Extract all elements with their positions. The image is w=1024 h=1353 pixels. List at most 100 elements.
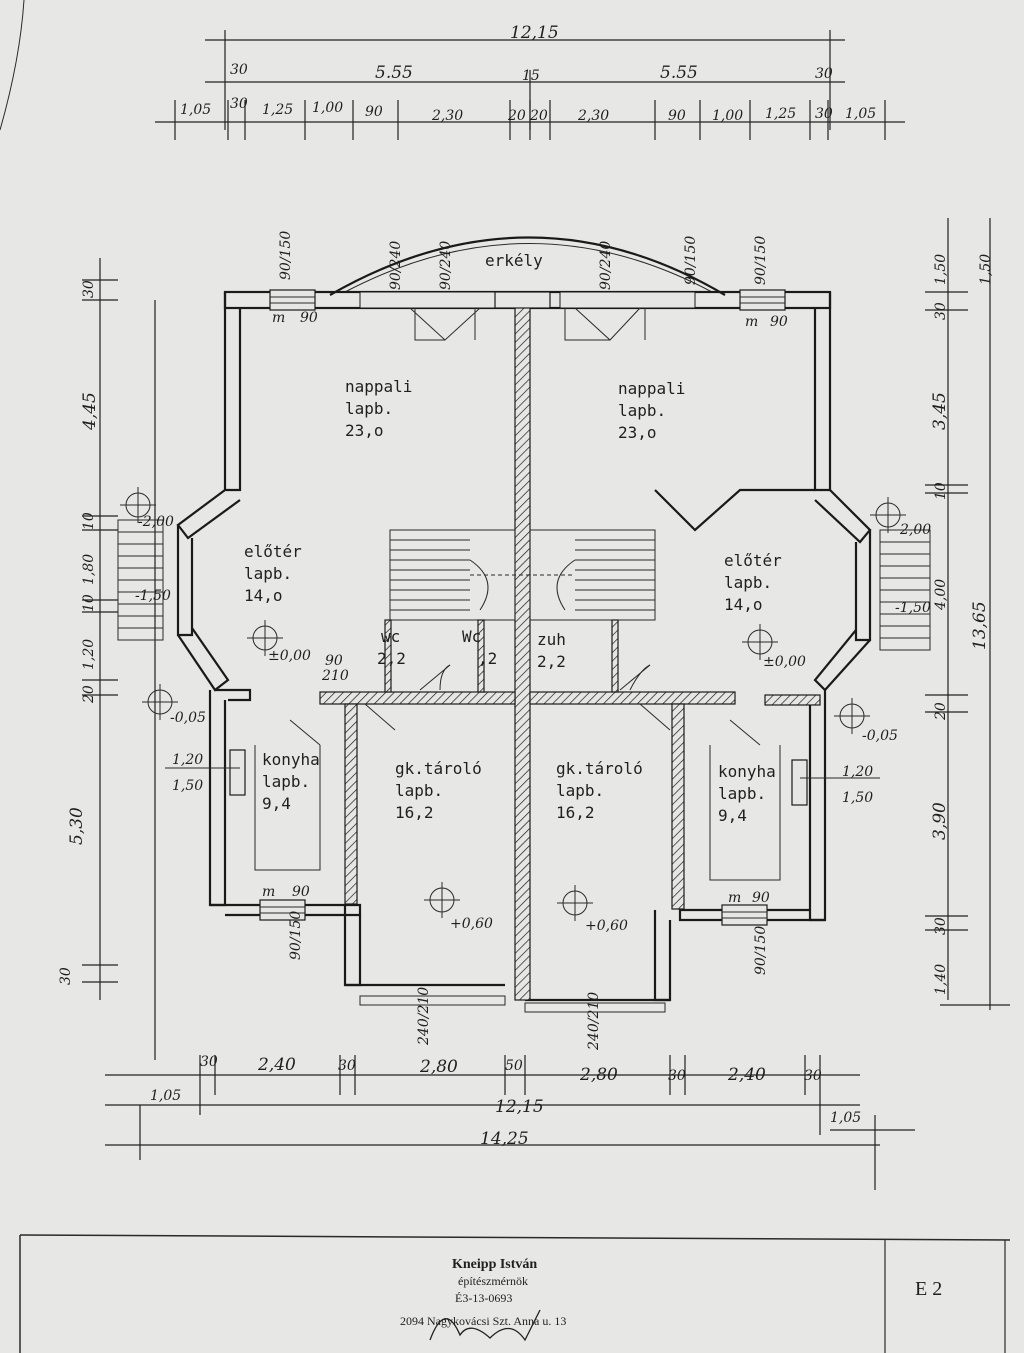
dim-right-top-1: 1,50	[978, 254, 994, 285]
title-block: Kneipp István építészmérnök É3-13-0693 2…	[19, 1234, 1011, 1353]
living-right-area: 23,o	[618, 423, 657, 442]
dim-right-8: 1,40	[933, 964, 949, 995]
garage-door-left: 240/210	[416, 987, 432, 1046]
garage-right-name: gk.tároló	[556, 759, 643, 778]
dim-right-7: 30	[933, 917, 949, 935]
fold-line	[0, 0, 25, 131]
bwin-dim-right: 90/150	[753, 926, 769, 975]
dim-top-overall: 12,15	[510, 23, 559, 43]
living-left-name: nappali	[345, 377, 412, 396]
hall-left-floor: lapb.	[244, 564, 292, 583]
dim-chain-4: 90	[365, 104, 383, 120]
door-210-label: 210	[321, 668, 349, 684]
dim-chain-12: 30	[815, 106, 833, 122]
stair-left-lower: -1,50	[135, 588, 171, 604]
living-right-name: nappali	[618, 379, 685, 398]
win-mark-right: m	[745, 314, 758, 330]
level-markers: ±0,00 ±0,00 -0,05 -0,05 +0,60 +0,60	[120, 487, 906, 934]
dim-chain-1: 30	[230, 96, 248, 112]
room-labels: nappali lapb. 23,o nappali lapb. 23,o el…	[244, 377, 782, 825]
stairs-left-entry: -2,00 -1,50	[117, 514, 174, 641]
win-dim-3: 90/240	[438, 241, 454, 290]
bdim-4: 50	[505, 1058, 523, 1074]
bdim-inner-overall: 12,15	[495, 1097, 544, 1117]
hall-left-area: 14,o	[244, 586, 283, 605]
kitchen-right-name: konyha	[718, 762, 776, 781]
door-90-label: 90	[325, 653, 343, 669]
dim-right-2: 3,45	[930, 392, 950, 430]
win-dim-6: 90/150	[753, 236, 769, 285]
dim-top-wall-right: 30	[815, 66, 833, 82]
dim-chain-5: 2,30	[431, 108, 463, 124]
dim-top-half-left: 5.55	[375, 63, 413, 83]
wc-name: wc	[381, 627, 400, 646]
balcony: erkély 90/150 90/240 90/240 90/240 90/15…	[278, 231, 769, 296]
kitchen-window-w-left: 1,20	[172, 752, 203, 768]
bwin-mark-right: m	[728, 890, 741, 906]
balcony-label: erkély	[485, 251, 543, 270]
dim-right-5: 20	[933, 702, 949, 721]
hall-right-name: előtér	[724, 551, 782, 570]
dim-top-half-right: 5.55	[660, 63, 698, 83]
level-garage-left: +0,60	[450, 916, 493, 932]
right-dimensions: 1,50 1,50 30 3,45 10 4,00 13,65 20 3,90 …	[925, 218, 1010, 1010]
dim-right-1: 30	[933, 302, 949, 320]
dim-right-3: 10	[933, 482, 949, 500]
level-marker-icon	[742, 624, 778, 660]
stair-left-level: -2,00	[138, 514, 174, 530]
bdim-2: 30	[338, 1058, 356, 1074]
top-chain-ticks	[174, 100, 886, 140]
wc2-name: Wc	[462, 627, 481, 646]
stairs-right-entry: 2,00 -1,50	[879, 522, 931, 651]
level-marker-icon	[120, 487, 156, 523]
dim-left-7: 5,30	[67, 807, 87, 845]
living-left-floor: lapb.	[345, 399, 393, 418]
dim-chain-2: 1,25	[262, 102, 293, 118]
level-marker-icon	[247, 620, 283, 656]
bdim-side-left: 1,05	[150, 1088, 181, 1104]
dim-chain-8: 2,30	[577, 108, 609, 124]
dim-right-6: 3,90	[930, 802, 950, 840]
win-dim-1: 90/150	[278, 231, 294, 280]
stairs-center	[389, 529, 656, 621]
dim-chain-3: 1,00	[312, 100, 343, 116]
level-hall-left: ±0,00	[268, 648, 311, 664]
hall-right-area: 14,o	[724, 595, 763, 614]
level-hall-right: ±0,00	[763, 654, 806, 670]
bwin-mark-left: m	[262, 884, 275, 900]
kitchen-window-h-right: 1,50	[842, 790, 873, 806]
dim-right-top-0: 1,50	[933, 254, 949, 285]
dim-chain-6: 20	[507, 108, 526, 124]
dim-right-overall: 13,65	[970, 601, 990, 650]
garage-left-area: 16,2	[395, 803, 434, 822]
wc2-area: ,2	[478, 649, 497, 668]
win-dim-2: 90/240	[388, 241, 404, 290]
architect-name: Kneipp István	[452, 1257, 537, 1272]
living-left-area: 23,o	[345, 421, 384, 440]
dim-right-4: 4,00	[933, 579, 949, 611]
level-marker-icon	[834, 698, 870, 734]
architect-signature	[429, 1309, 541, 1342]
garage-right-floor: lapb.	[556, 781, 604, 800]
dim-left-3: 1,80	[81, 554, 97, 585]
dim-chain-10: 1,00	[712, 108, 743, 124]
bdim-7: 2,40	[727, 1065, 766, 1085]
bottom-windows: m 90 m 90 90/150 90/150 240/210 240/210	[259, 884, 770, 1051]
sheet-code: E 2	[915, 1278, 942, 1300]
level-entry-left: -0,05	[170, 710, 206, 726]
party-wall	[494, 291, 551, 1001]
bdim-8: 30	[804, 1068, 822, 1084]
dim-left-6: 20	[81, 685, 97, 704]
left-dimensions: 30 4,45 10 1,80 10 1,20 20 5,30 30	[58, 258, 156, 1060]
hall-left-name: előtér	[244, 542, 302, 561]
shower-area: 2,2	[537, 652, 566, 671]
architect-address: 2094 Nagykovácsi Szt. Anna u. 13	[400, 1314, 566, 1328]
win-mark-left: m	[272, 310, 285, 326]
top-windows: m 90 m 90	[269, 289, 788, 341]
kitchen-left-area: 9,4	[262, 794, 291, 813]
architect-license: É3-13-0693	[455, 1291, 512, 1305]
dim-chain-11: 1,25	[765, 106, 796, 122]
level-garage-right: +0,60	[585, 918, 628, 934]
interior-walls	[215, 488, 821, 910]
